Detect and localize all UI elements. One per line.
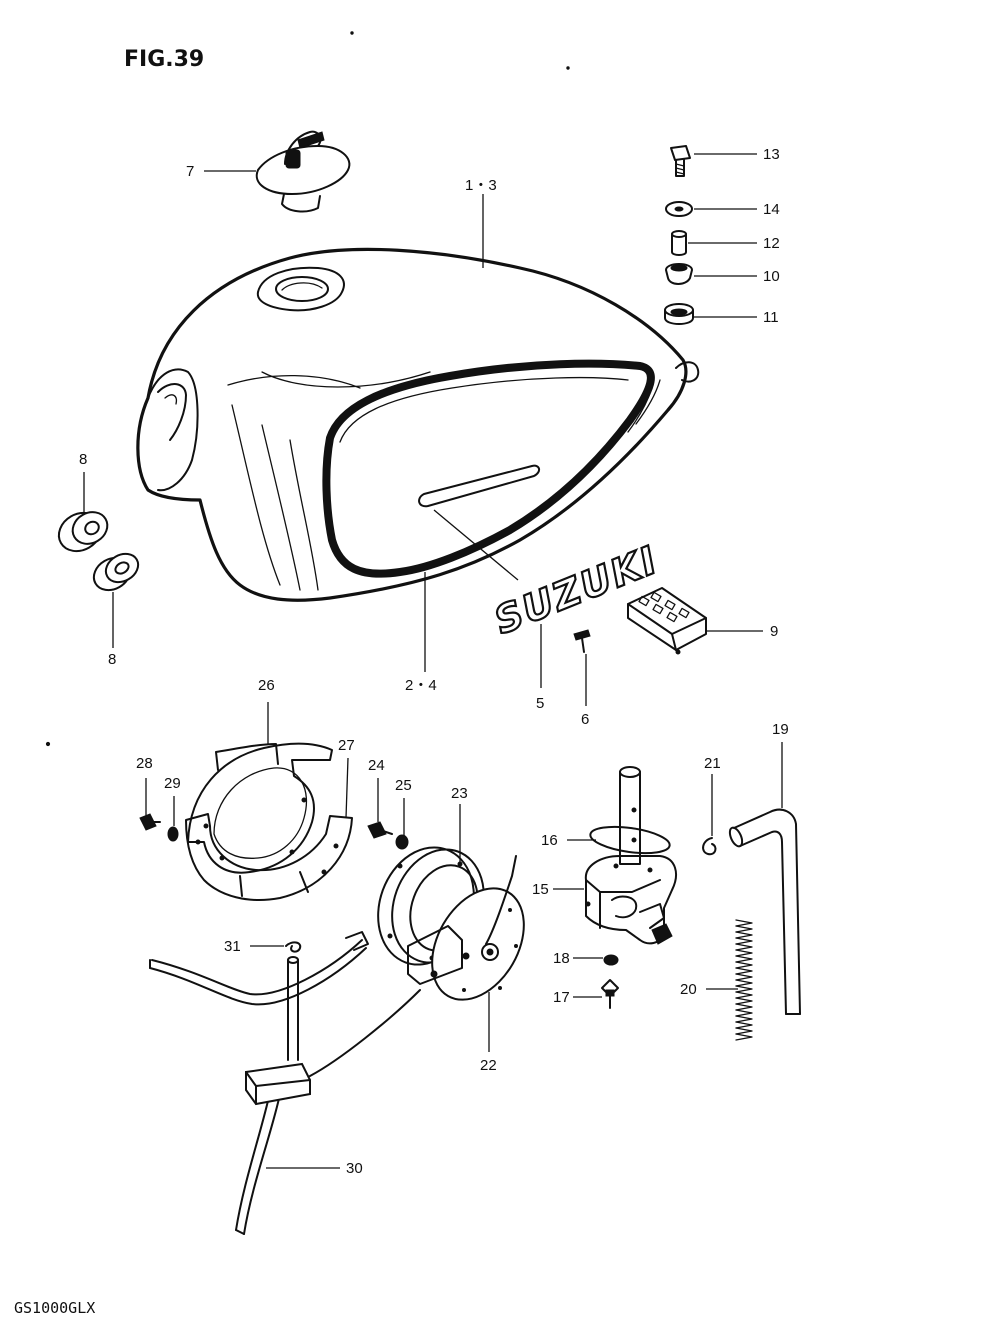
callout-1-3: 1・3 (465, 177, 497, 194)
spring-coil (735, 931, 753, 939)
callout-7: 7 (186, 163, 194, 180)
plate-26 (187, 742, 333, 874)
scan-speck (45, 741, 51, 747)
tank-side-panel (322, 359, 661, 578)
spring-coil (735, 943, 753, 951)
spring-coil (735, 997, 753, 1005)
connector-box (245, 1062, 311, 1106)
callout-12: 12 (763, 235, 780, 252)
lead-wire-30 (149, 931, 421, 1235)
filler-opening (256, 266, 345, 312)
scan-speck (566, 66, 570, 70)
suzuki-emblem-text: SUZUKI (488, 537, 664, 642)
callout-16: 16 (541, 832, 558, 849)
callout-10: 10 (763, 268, 780, 285)
callout-29: 29 (164, 775, 181, 792)
washer-25 (395, 834, 409, 850)
bolt-17 (601, 979, 619, 1009)
spring-coil (735, 1009, 753, 1017)
bolt-28 (139, 813, 161, 831)
tank-trim-bar (418, 464, 540, 508)
callout-6: 6 (581, 711, 589, 728)
callout-9: 9 (770, 623, 778, 640)
model-code: GS1000GLX (14, 1299, 95, 1317)
spring-coil (735, 1021, 753, 1029)
fuel-cap (255, 130, 351, 213)
callout-25: 25 (395, 777, 412, 794)
callout-18: 18 (553, 950, 570, 967)
callout-13: 13 (763, 146, 780, 163)
washer-14 (665, 201, 693, 217)
spring-coil (735, 955, 753, 963)
spring-20 (735, 919, 753, 1041)
callout-20: 20 (680, 981, 697, 998)
bolt-13 (670, 145, 691, 177)
spring-coil (735, 967, 753, 975)
callout-21: 21 (704, 755, 721, 772)
callout-labels: 7 1・3 13 14 12 10 11 8 8 2・4 5 6 9 26 27… (79, 146, 789, 1177)
spring-coil (735, 979, 753, 987)
suzuki-emblem: SUZUKI (487, 536, 665, 644)
callout-28: 28 (136, 755, 153, 772)
spring-coil (735, 973, 753, 981)
spring-coil (735, 1015, 753, 1023)
cushion-8-lower (92, 552, 140, 592)
washer-29 (167, 826, 179, 842)
callout-30: 30 (346, 1160, 363, 1177)
washer-18 (603, 954, 619, 966)
callout-23: 23 (451, 785, 468, 802)
hose-19 (728, 808, 801, 1015)
spring-coil (735, 919, 753, 927)
bolt-24 (367, 821, 393, 839)
cushion-10 (665, 263, 693, 285)
plate-27 (185, 813, 353, 901)
callout-8-upper: 8 (79, 451, 87, 468)
cushion-11 (664, 303, 694, 325)
spring-coil (735, 949, 753, 957)
collar-12 (671, 230, 687, 256)
callout-26: 26 (258, 677, 275, 694)
callout-11: 11 (763, 309, 779, 326)
clamp-31 (285, 941, 302, 953)
spring-coil (735, 1003, 753, 1011)
spring-coil (735, 985, 753, 993)
o-ring-16 (589, 825, 671, 855)
callout-31: 31 (224, 938, 241, 955)
clip-21 (702, 837, 717, 856)
callout-8-lower: 8 (108, 651, 116, 668)
callout-15: 15 (532, 881, 549, 898)
cushion-8-upper (57, 511, 109, 553)
fuel-tank (136, 247, 700, 602)
callout-14: 14 (763, 201, 780, 218)
figure-title: FIG.39 (124, 47, 204, 72)
callout-5: 5 (536, 695, 544, 712)
spring-coil (735, 937, 753, 945)
callout-17: 17 (553, 989, 570, 1006)
callout-2-4: 2・4 (405, 677, 437, 694)
callout-27: 27 (338, 737, 355, 754)
spring-coil (735, 991, 753, 999)
callout-24: 24 (368, 757, 385, 774)
callout-19: 19 (772, 721, 789, 738)
spring-coil (735, 925, 753, 933)
leader-lines (83, 153, 783, 1169)
fuel-cock-15 (584, 766, 677, 945)
spring-coil (735, 1027, 753, 1035)
callout-22: 22 (480, 1057, 497, 1074)
spring-coil (735, 1033, 753, 1041)
scan-speck (350, 31, 354, 35)
fuel-gauge-plate-22 (407, 855, 525, 1001)
spring-coil (735, 961, 753, 969)
tank-cushion-9 (627, 587, 707, 655)
screw-6 (573, 629, 591, 653)
